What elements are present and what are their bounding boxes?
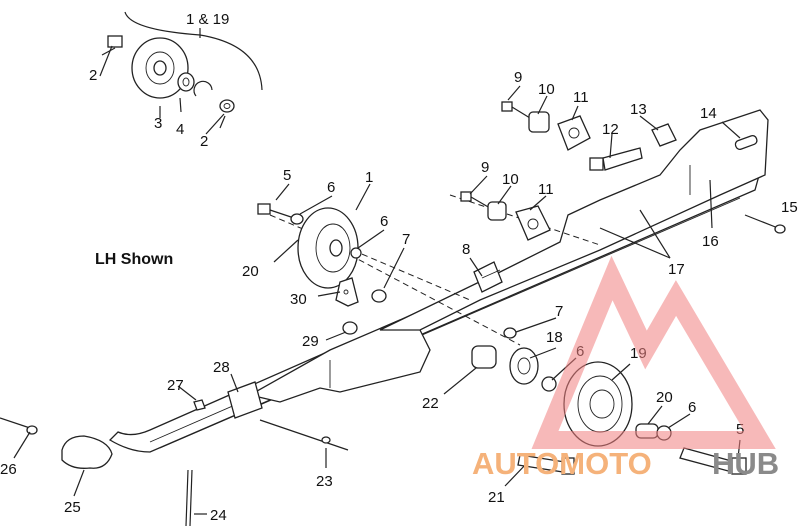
nut-7-lower	[503, 327, 517, 339]
bearing-top	[177, 72, 195, 92]
bracket-8	[473, 261, 503, 293]
idler-wheel-upper	[297, 207, 359, 289]
callout-21: 21	[488, 489, 505, 506]
callout-2: 2	[89, 67, 97, 84]
callout-24: 24	[210, 507, 227, 524]
washer-upper	[350, 247, 362, 259]
nut-top-right	[219, 99, 235, 113]
bolt-9-upper	[501, 101, 531, 119]
callout-4: 4	[176, 121, 184, 138]
spacer-10-upper	[528, 111, 550, 133]
callout-6: 6	[327, 179, 335, 196]
watermark-text: AUTOMOTO HUB	[472, 446, 779, 481]
callout-3: 3	[154, 115, 162, 132]
bracket-13	[651, 123, 677, 147]
callout-10: 10	[538, 81, 555, 98]
spacer-10-lower	[487, 201, 507, 221]
rear-rail-section	[379, 109, 769, 331]
callout-5: 5	[736, 421, 744, 438]
idler-wheel-top	[131, 37, 189, 99]
callout-11: 11	[538, 181, 554, 198]
bushing-22	[471, 345, 497, 369]
bracket-28	[227, 381, 263, 419]
spacer-18	[509, 347, 539, 385]
callout-30: 30	[290, 291, 307, 308]
callout-5: 5	[283, 167, 291, 184]
callout-1: 1	[365, 169, 373, 186]
watermark-text-gray: HUB	[712, 446, 779, 481]
callout-15: 15	[781, 199, 798, 216]
bolt-top-left	[101, 35, 123, 56]
watermark-text-orange: AUTOMOTO	[472, 446, 652, 481]
callout-25: 25	[64, 499, 81, 516]
nut-7-upper	[371, 289, 387, 303]
nut-29	[342, 321, 358, 335]
callout-11: 11	[573, 89, 589, 106]
callout-29: 29	[302, 333, 319, 350]
bolt-24	[185, 469, 193, 526]
callout-20: 20	[242, 263, 259, 280]
clip-27	[193, 399, 206, 411]
callout-22: 22	[422, 395, 439, 412]
bolt-21	[517, 454, 575, 475]
callout-27: 27	[167, 377, 184, 394]
callout-6: 6	[688, 399, 696, 416]
bolt-9-lower	[460, 191, 491, 209]
callout-26: 26	[0, 461, 17, 478]
bushing-11-upper	[557, 115, 591, 151]
washer-6-lower	[541, 376, 557, 392]
callout-2: 2	[200, 133, 208, 150]
rivet-23	[259, 419, 349, 451]
bolt-12	[589, 147, 643, 171]
callout-8: 8	[462, 241, 470, 258]
watermark-logo	[531, 255, 776, 449]
callout-7: 7	[402, 231, 410, 248]
snap-ring-top	[193, 80, 213, 97]
callout-9: 9	[481, 159, 489, 176]
callout-6: 6	[380, 213, 388, 230]
callout-1-19: 1 & 19	[186, 11, 229, 28]
callout-20: 20	[656, 389, 673, 406]
callout-17: 17	[668, 261, 685, 278]
callout-12: 12	[602, 121, 619, 138]
callout-13: 13	[630, 101, 647, 118]
bracket-30	[335, 277, 359, 307]
callout-18: 18	[546, 329, 563, 346]
callout-9: 9	[514, 69, 522, 86]
callout-23: 23	[316, 473, 333, 490]
callout-7: 7	[555, 303, 563, 320]
tip-25	[61, 435, 113, 469]
callout-16: 16	[702, 233, 719, 250]
bushing-11-lower	[515, 205, 551, 241]
diagram-caption: LH Shown	[95, 251, 173, 268]
callout-10: 10	[502, 171, 519, 188]
callout-14: 14	[700, 105, 717, 122]
screw-26	[0, 417, 38, 435]
bolt-15	[744, 214, 786, 234]
bolt-5-lower	[679, 447, 747, 475]
callout-28: 28	[213, 359, 230, 376]
bolt-5-upper	[257, 203, 304, 225]
